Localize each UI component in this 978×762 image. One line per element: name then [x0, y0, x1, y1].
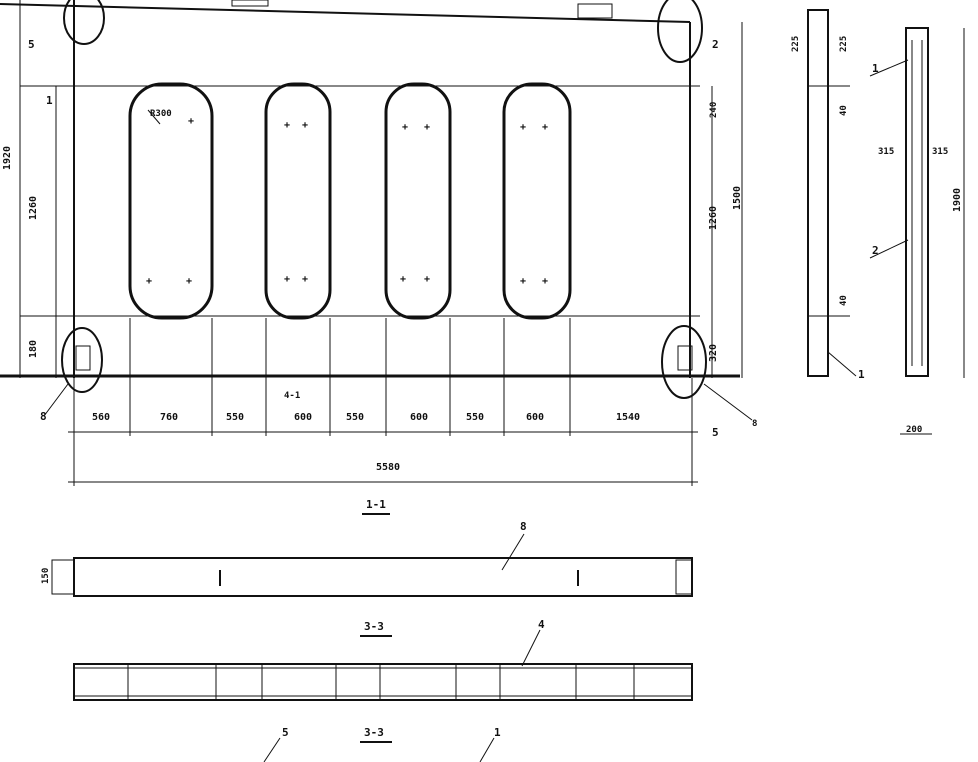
side-left-dim-2: 40	[839, 295, 849, 306]
opening-3	[384, 82, 452, 320]
left-dim-bottom: 180	[28, 340, 39, 358]
bottom-dim-labels: 560 760 550 600 550 600 550 600 1540 558…	[92, 412, 640, 473]
section-1-leader	[501, 533, 525, 571]
section-2-body	[73, 663, 693, 701]
section-1-body	[73, 557, 693, 597]
svg-text:+: +	[284, 274, 290, 285]
side-callout-2-leader	[869, 239, 909, 259]
side-callout-1-leader	[869, 59, 909, 77]
section-1-dim: 150	[41, 568, 51, 584]
section-3-title: 3-3	[364, 726, 384, 739]
side-view-right-body	[905, 27, 929, 377]
side-mid-dim-right: 315	[932, 147, 948, 157]
vertical-extension-lines	[73, 318, 693, 486]
section-1-end-right	[675, 559, 693, 595]
side-top-dim-2: 225	[839, 36, 849, 52]
anchor-marks: + + + + + + + + + + + + + + +	[146, 116, 548, 287]
svg-text:+: +	[542, 122, 548, 133]
right-dim-middle: 1260	[708, 206, 719, 230]
section-1-title: 1-1	[366, 498, 386, 511]
side-mid-dim-left: 315	[878, 147, 894, 157]
section-1-mark: 8	[520, 520, 527, 533]
side-callout-3-leader	[827, 351, 857, 377]
top-lug-right	[577, 3, 613, 19]
dim-3: 550	[226, 412, 244, 423]
opening-1	[128, 82, 214, 320]
side-left-dim-1: 40	[839, 105, 849, 116]
section-1-end-left	[51, 559, 75, 595]
section-3-leader-left	[263, 737, 281, 762]
radius-leader	[147, 109, 161, 125]
right-dim-bottom: 320	[708, 344, 719, 362]
dim-7: 550	[466, 412, 484, 423]
side-view: 225 225 40 40 315 315 1900 200 1 2 1	[791, 9, 965, 435]
dim-6: 600	[410, 412, 428, 423]
side-callout-1: 1	[872, 62, 879, 75]
side-view-left-body	[807, 9, 829, 377]
opening-2	[264, 82, 332, 320]
grid-marker: 4-1	[284, 391, 300, 401]
section-2-dividers	[127, 664, 635, 700]
svg-text:+: +	[146, 276, 152, 287]
svg-text:+: +	[186, 276, 192, 287]
callout-left: 8	[40, 410, 47, 423]
section-2-mark: 4	[538, 618, 545, 631]
svg-text:+: +	[402, 122, 408, 133]
detail-circle-top-right	[657, 0, 703, 63]
svg-text:+: +	[542, 276, 548, 287]
panel-elevation: + + + + + + + + + + + + + + + R300	[0, 0, 757, 486]
opening-4	[502, 82, 572, 320]
dim-4: 600	[294, 412, 312, 423]
section-marker-top-right: 2	[712, 38, 719, 51]
side-callout-2: 2	[872, 244, 879, 257]
section-1: 1-1 8 150	[41, 498, 693, 597]
callout-leader-left	[43, 383, 69, 417]
dim-overall: 5580	[376, 462, 400, 473]
side-total-dim: 1900	[952, 188, 963, 212]
dim-2: 760	[160, 412, 178, 423]
section-marker-mid-left: 1	[46, 94, 53, 107]
dim-1: 560	[92, 412, 110, 423]
side-top-dim-1: 225	[791, 36, 801, 52]
callout-leader-right	[703, 383, 753, 421]
section-2: 3-3 4	[73, 618, 693, 701]
right-dim-top: 240	[709, 102, 719, 118]
svg-text:+: +	[424, 274, 430, 285]
svg-text:+: +	[188, 116, 194, 127]
svg-text:+: +	[520, 276, 526, 287]
svg-text:+: +	[400, 274, 406, 285]
detail-circle-bottom-left	[61, 327, 103, 393]
section-3-mark-left: 5	[282, 726, 289, 739]
dim-9: 1540	[616, 412, 640, 423]
left-dim-middle: 1260	[28, 196, 39, 220]
section-3-mark-right: 1	[494, 726, 501, 739]
corner-insert-right	[677, 345, 693, 371]
section-3-leader-right	[479, 737, 495, 762]
dim-5: 550	[346, 412, 364, 423]
left-dim-total: 1920	[2, 146, 13, 170]
svg-text:+: +	[424, 122, 430, 133]
dim-8: 600	[526, 412, 544, 423]
detail-circle-top-left	[63, 0, 105, 45]
section-2-leader	[521, 629, 541, 667]
section-2-title: 3-3	[364, 620, 384, 633]
panel-top-edge	[0, 3, 691, 23]
side-bottom-dim: 200	[906, 425, 922, 435]
svg-text:+: +	[302, 120, 308, 131]
right-dim-total: 1500	[732, 186, 743, 210]
callout-right-lower: 5	[712, 426, 719, 439]
opening-radius-label: R300	[150, 109, 172, 119]
corner-insert-left	[75, 345, 91, 371]
detail-circle-bottom-right	[661, 325, 707, 399]
svg-text:+: +	[284, 120, 290, 131]
svg-text:+: +	[520, 122, 526, 133]
svg-text:+: +	[302, 274, 308, 285]
section-3: 3-3 5 1	[263, 726, 501, 762]
side-callout-3: 1	[858, 368, 865, 381]
section-marker-top-left: 5	[28, 38, 35, 51]
top-lug-left	[231, 0, 269, 7]
callout-right: 8	[752, 419, 757, 429]
